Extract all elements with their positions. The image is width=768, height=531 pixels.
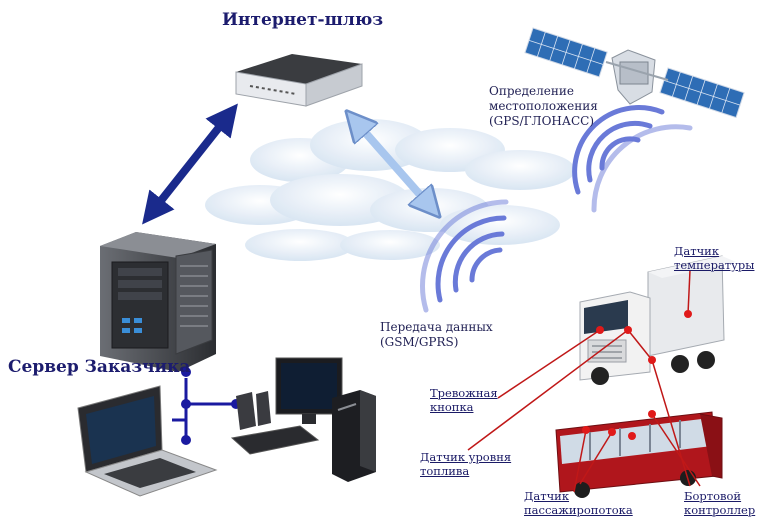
sensor-label-line: Датчик: [674, 244, 720, 258]
fuel-sensor-label: Датчик уровня топлива: [420, 450, 511, 478]
desktop-pc-icon: [230, 357, 376, 482]
data-transfer-label: Передача данных (GSM/GPRS): [380, 320, 493, 350]
sensor-dots: [582, 310, 692, 440]
temperature-sensor-label: Датчик температуры: [674, 244, 754, 272]
gps-label: Определение местоположения (GPS/ГЛОНАСС): [489, 84, 598, 129]
sensor-label-line: кнопка: [430, 400, 474, 414]
sensor-lines: [467, 269, 701, 493]
gps-label-line: Определение: [489, 84, 574, 98]
gps-label-line: (GPS/ГЛОНАСС): [489, 114, 594, 128]
satellite-icon: [524, 27, 745, 119]
cloud-icon: [205, 119, 575, 261]
gateway-label: Интернет-шлюз: [222, 10, 384, 30]
arrow-server-gateway: [142, 103, 238, 225]
gps-label-line: местоположения: [489, 99, 598, 113]
alarm-button-label: Тревожная кнопка: [430, 386, 498, 414]
sensor-label-line: Датчик уровня: [420, 450, 512, 464]
sensor-label-line: температуры: [674, 258, 755, 272]
sensor-label-line: Тревожная: [430, 386, 498, 400]
data-transfer-label-line: Передача данных: [380, 320, 493, 334]
truck-icon: [579, 255, 736, 385]
gps-signal-icon: [572, 105, 693, 213]
server-label: Сервер Заказчика: [8, 357, 191, 377]
bus-icon: [555, 411, 723, 498]
router-icon: [235, 54, 363, 107]
sensor-label-line: пассажиропотока: [524, 503, 633, 517]
server-tower-icon: [100, 232, 216, 372]
arrow-gateway-cloud: [356, 122, 430, 206]
network-nodes: [181, 367, 241, 445]
sensor-label-line: топлива: [420, 464, 470, 478]
gsm-signal-icon: [420, 199, 509, 313]
sensor-label-line: Датчик: [524, 489, 570, 503]
network-lines: [172, 378, 236, 440]
onboard-controller-label: Бортовой контроллер: [684, 489, 755, 517]
sensor-label-line: контроллер: [684, 503, 756, 517]
sensor-label-line: Бортовой: [684, 489, 742, 503]
laptop-icon: [77, 385, 218, 497]
passenger-sensor-label: Датчик пассажиропотока: [524, 489, 633, 517]
data-transfer-label-line: (GSM/GPRS): [380, 335, 459, 349]
